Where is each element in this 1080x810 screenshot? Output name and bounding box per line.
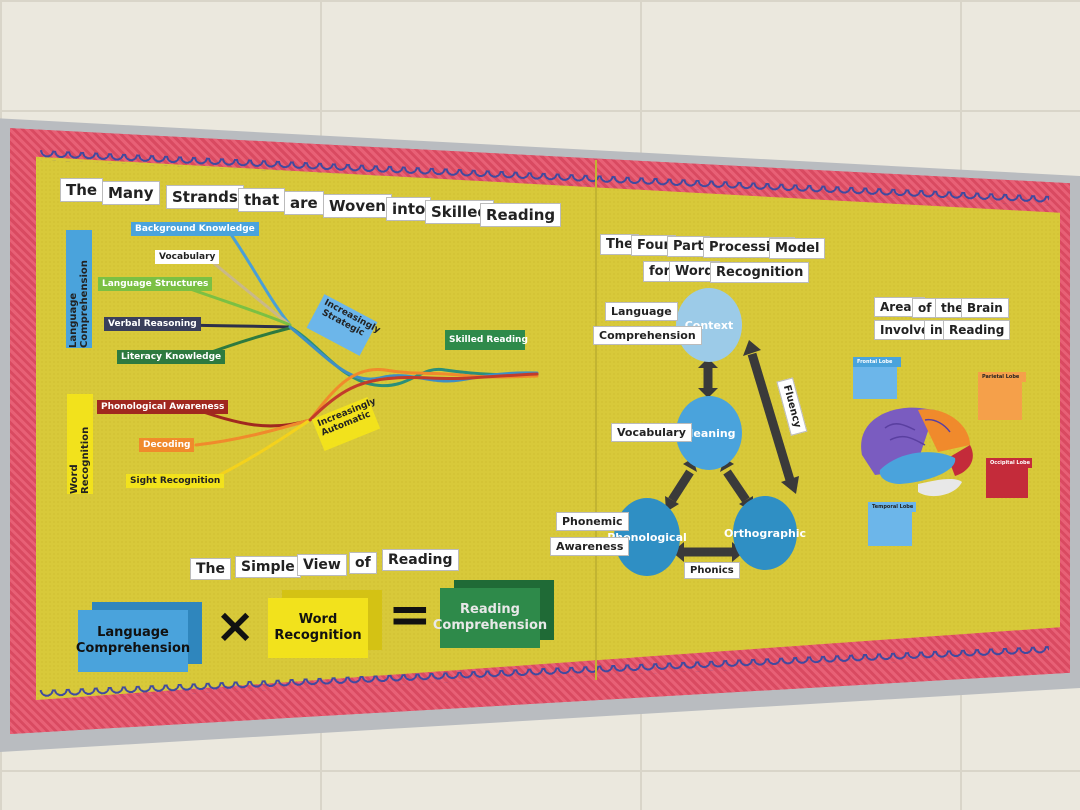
brain-title-word: of	[912, 298, 938, 318]
equals-sign: =	[388, 585, 432, 645]
brain-title-word: in	[924, 320, 949, 340]
multiply-sign: ×	[215, 598, 256, 654]
strand-label: Background Knowledge	[131, 222, 259, 236]
occipital-lobe-notes	[986, 468, 1028, 498]
four-part-title-word: Recognition	[710, 262, 810, 283]
simple-view-word: of	[349, 552, 377, 574]
four-part-title-word: The	[600, 234, 639, 255]
temporal-lobe-card: Temporal Lobe	[868, 502, 916, 512]
title-word: The	[60, 178, 104, 202]
phonics-label: Phonics	[684, 562, 740, 579]
simple-view-word: View	[297, 554, 347, 576]
strand-label: Phonological Awareness	[97, 400, 229, 414]
four-part-title-word: Four	[631, 235, 676, 256]
brain-title-word: Reading	[943, 320, 1011, 340]
strand-label: Literacy Knowledge	[117, 350, 226, 364]
simple-view-word: The	[190, 558, 232, 580]
meaning-circle: Meaning	[676, 396, 742, 470]
simple-view-word: Simple	[235, 556, 301, 578]
parietal-lobe-notes	[978, 382, 1022, 420]
title-word: that	[238, 188, 286, 212]
panel-seam	[595, 160, 597, 680]
four-part-title-word: Model	[769, 238, 826, 259]
phonemic-label: Phonemic	[556, 512, 629, 531]
brain-title-word: Brain	[961, 298, 1009, 318]
reading-comprehension-box: Reading Comprehension	[433, 588, 547, 648]
skilled-reading-card: Skilled Reading	[445, 330, 528, 350]
strand-label: Sight Recognition	[126, 474, 225, 488]
parietal-lobe-card: Parietal Lobe	[978, 372, 1026, 382]
strand-label: Language Structures	[98, 277, 213, 291]
strand-label: Verbal Reasoning	[104, 317, 201, 331]
strand-label: Vocabulary	[155, 250, 220, 264]
title-word: Strands	[166, 185, 244, 209]
language-label: Language	[605, 302, 678, 321]
strand-label: Decoding	[139, 438, 195, 452]
word-recognition-box: Word Recognition	[268, 598, 368, 658]
simple-view-word: Reading	[382, 549, 459, 571]
vocabulary-label: Vocabulary	[611, 423, 692, 442]
frontal-lobe-card: Frontal Lobe	[853, 357, 901, 367]
awareness-label: Awareness	[550, 537, 630, 556]
four-part-title-word: Word	[669, 261, 720, 282]
comprehension-label: Comprehension	[593, 326, 702, 345]
occipital-lobe-card: Occipital Lobe	[986, 458, 1032, 468]
title-word: Many	[102, 181, 160, 205]
context-circle: Context	[676, 288, 742, 362]
frontal-lobe-notes	[853, 367, 897, 399]
orthographic-circle: Orthographic	[724, 496, 806, 570]
four-part-title-word: for	[643, 261, 676, 282]
title-word: are	[284, 191, 324, 215]
temporal-lobe-notes	[868, 512, 912, 546]
title-word: Reading	[480, 203, 562, 227]
language-comprehension-box: Language Comprehension	[76, 610, 190, 672]
title-word: Woven	[323, 194, 392, 218]
brain-title-word: the	[935, 298, 970, 318]
title-word: into	[386, 197, 432, 221]
